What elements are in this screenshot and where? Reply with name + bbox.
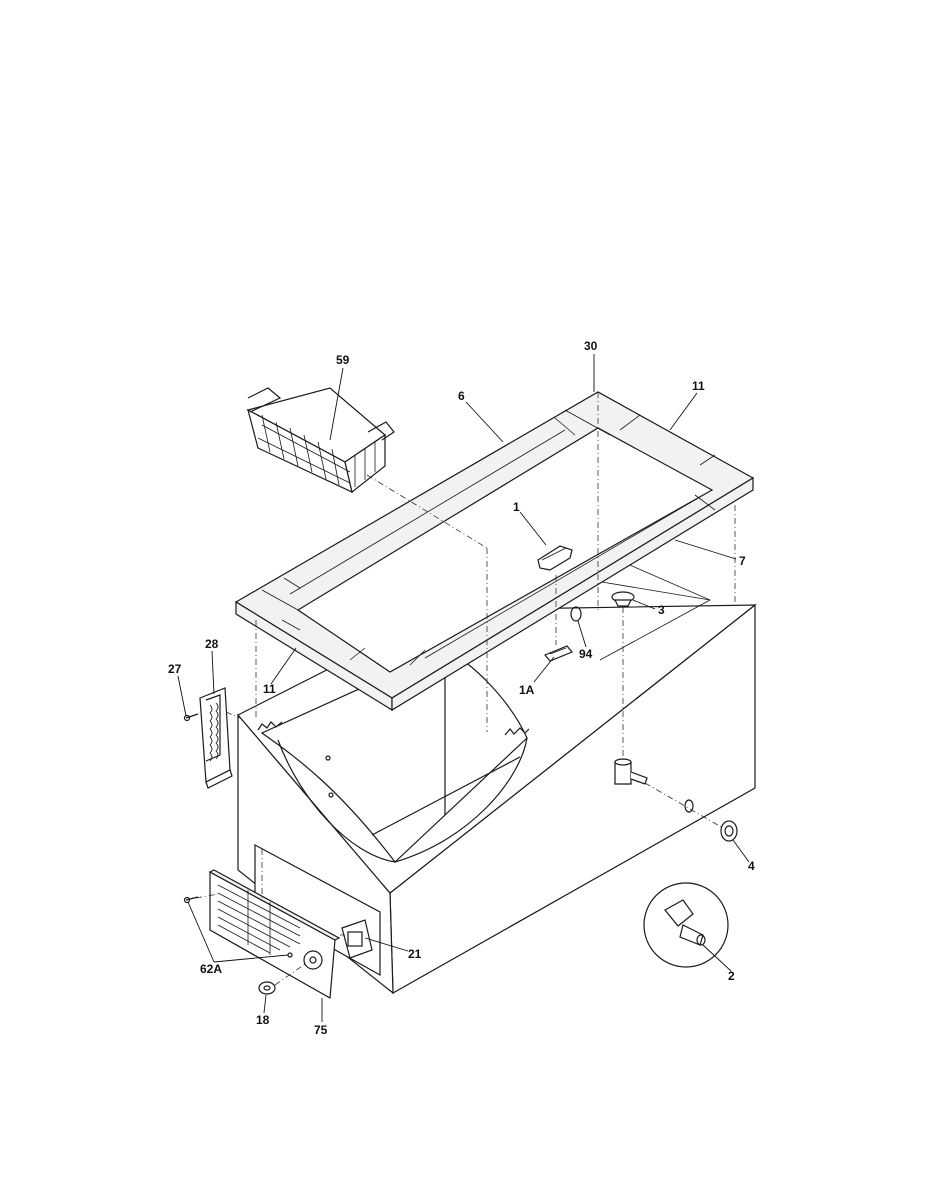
drain-parts-drawing: [544, 591, 738, 968]
callout-grille-screw: 62A: [200, 962, 222, 976]
callout-lock-latch: 1: [513, 500, 520, 514]
callout-gasket-long-front: 7: [739, 554, 746, 568]
callout-gasket-right-short: 11: [692, 379, 705, 393]
callout-gasket-long-back: 6: [458, 389, 465, 403]
callout-drain-cap: 4: [748, 859, 755, 873]
leader-lines: [177, 354, 750, 1022]
callout-knob: 18: [256, 1013, 270, 1027]
callout-hinge-corner-top: 30: [584, 339, 598, 353]
assembly-lines: [195, 392, 736, 986]
callout-drain-fitting: 2: [728, 969, 735, 983]
gasket-frame: [234, 391, 755, 712]
callout-light-switch: 1A: [519, 683, 535, 697]
callout-gasket-left-short: 11: [263, 682, 276, 696]
callout-drain-plug: 3: [658, 603, 665, 617]
grille-area-drawing: [183, 843, 381, 999]
callout-control: 21: [408, 947, 422, 961]
callout-hinge: 28: [205, 637, 219, 651]
basket-drawing: [246, 387, 395, 494]
callout-grommet: 94: [579, 647, 593, 661]
hinge-drawing: [183, 687, 233, 789]
callout-hinge-screw: 27: [168, 662, 182, 676]
callout-grille: 75: [314, 1023, 328, 1037]
callout-labels: 59 30 6 11 1 7 3 28 27 11 1A 94 4 62A 21…: [168, 339, 755, 1037]
callout-basket: 59: [336, 353, 350, 367]
